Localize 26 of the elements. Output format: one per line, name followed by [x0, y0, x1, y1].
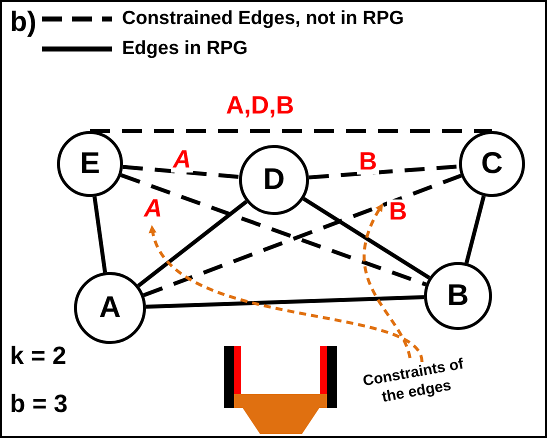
legend-text: Constrained Edges, not in RPG — [122, 8, 404, 30]
node-letter: C — [481, 147, 503, 181]
node-letter: E — [80, 147, 100, 181]
graph-edge — [302, 196, 430, 280]
edge-label: A — [170, 148, 194, 172]
node-letter: B — [447, 279, 469, 313]
leader-arrow — [362, 203, 412, 358]
annotation-text: Constraints of the edges — [358, 354, 472, 411]
panel-label: b) — [10, 6, 36, 38]
graph-edge — [120, 173, 427, 286]
graph-edge — [142, 174, 462, 298]
graph-edge — [146, 295, 424, 309]
graph-edge — [122, 164, 240, 179]
edge-label: B — [356, 150, 380, 174]
graph-edge — [308, 164, 460, 180]
leader-arrow — [150, 225, 424, 363]
legend-text: Edges in RPG — [122, 38, 248, 60]
graph-edge — [90, 129, 492, 133]
parameter-text: b = 3 — [10, 390, 68, 419]
node-letter: D — [263, 163, 285, 197]
graph-node-circle — [239, 145, 309, 215]
graph-edge — [464, 195, 486, 264]
node-letter: A — [99, 291, 121, 325]
graph-edge — [137, 200, 248, 288]
parameter-text: k = 2 — [10, 342, 66, 371]
graph-edge — [92, 196, 108, 273]
